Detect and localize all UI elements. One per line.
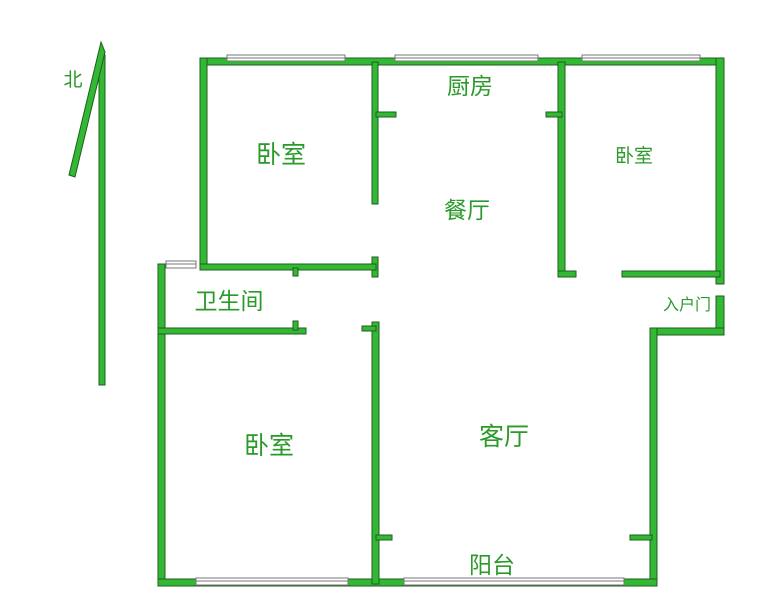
window-top-right	[581, 54, 701, 62]
wall-bedroom-entry	[621, 270, 721, 278]
window-top-middle	[394, 54, 539, 62]
room-label-dining-room: 餐厅	[444, 198, 490, 224]
wall-bedroom-living	[371, 321, 380, 585]
wall-right-upper	[715, 57, 725, 285]
window-top-left	[226, 54, 346, 62]
outer-walls	[157, 57, 725, 587]
wall-stub-kitchen-right	[545, 111, 563, 118]
wall-upper-left	[199, 57, 208, 271]
room-label-bedroom-bottom-left: 卧室	[244, 431, 294, 460]
interior-walls	[157, 61, 721, 585]
north-label: 北	[63, 69, 82, 91]
wall-stub-bedroom-right	[557, 270, 577, 278]
wall-bedroom-bath	[199, 263, 377, 271]
wall-stub-bath-bottom	[292, 320, 299, 331]
wall-stub-balcony-right	[629, 534, 653, 541]
wall-right-lower	[715, 295, 725, 333]
room-label-kitchen: 厨房	[447, 74, 493, 100]
north-arrow-icon	[68, 40, 106, 386]
wall-stub-living-top	[361, 325, 377, 332]
wall-stub-bath-top	[292, 267, 299, 277]
room-label-bathroom: 卫生间	[195, 289, 264, 315]
room-label-entrance-door: 入户门	[663, 295, 711, 314]
wall-step	[649, 327, 725, 336]
wall-stub-kitchen-left	[375, 111, 397, 118]
room-label-bedroom-top-right: 卧室	[615, 145, 653, 167]
wall-stub-living-bottom	[375, 534, 393, 541]
wall-kitchen-bedroom	[557, 61, 566, 278]
room-label-bedroom-top-left: 卧室	[256, 140, 306, 169]
window-balcony	[403, 577, 625, 586]
wall-bedroom-kitchen	[371, 61, 379, 205]
window-bathroom	[165, 260, 197, 269]
room-label-balcony: 阳台	[469, 553, 515, 579]
wall-right-bottom	[649, 327, 658, 587]
wall-bath-bedroom	[157, 327, 307, 335]
wall-lower-left	[157, 263, 166, 587]
room-label-living-room: 客厅	[479, 422, 529, 451]
window-bottom-left	[195, 577, 349, 586]
